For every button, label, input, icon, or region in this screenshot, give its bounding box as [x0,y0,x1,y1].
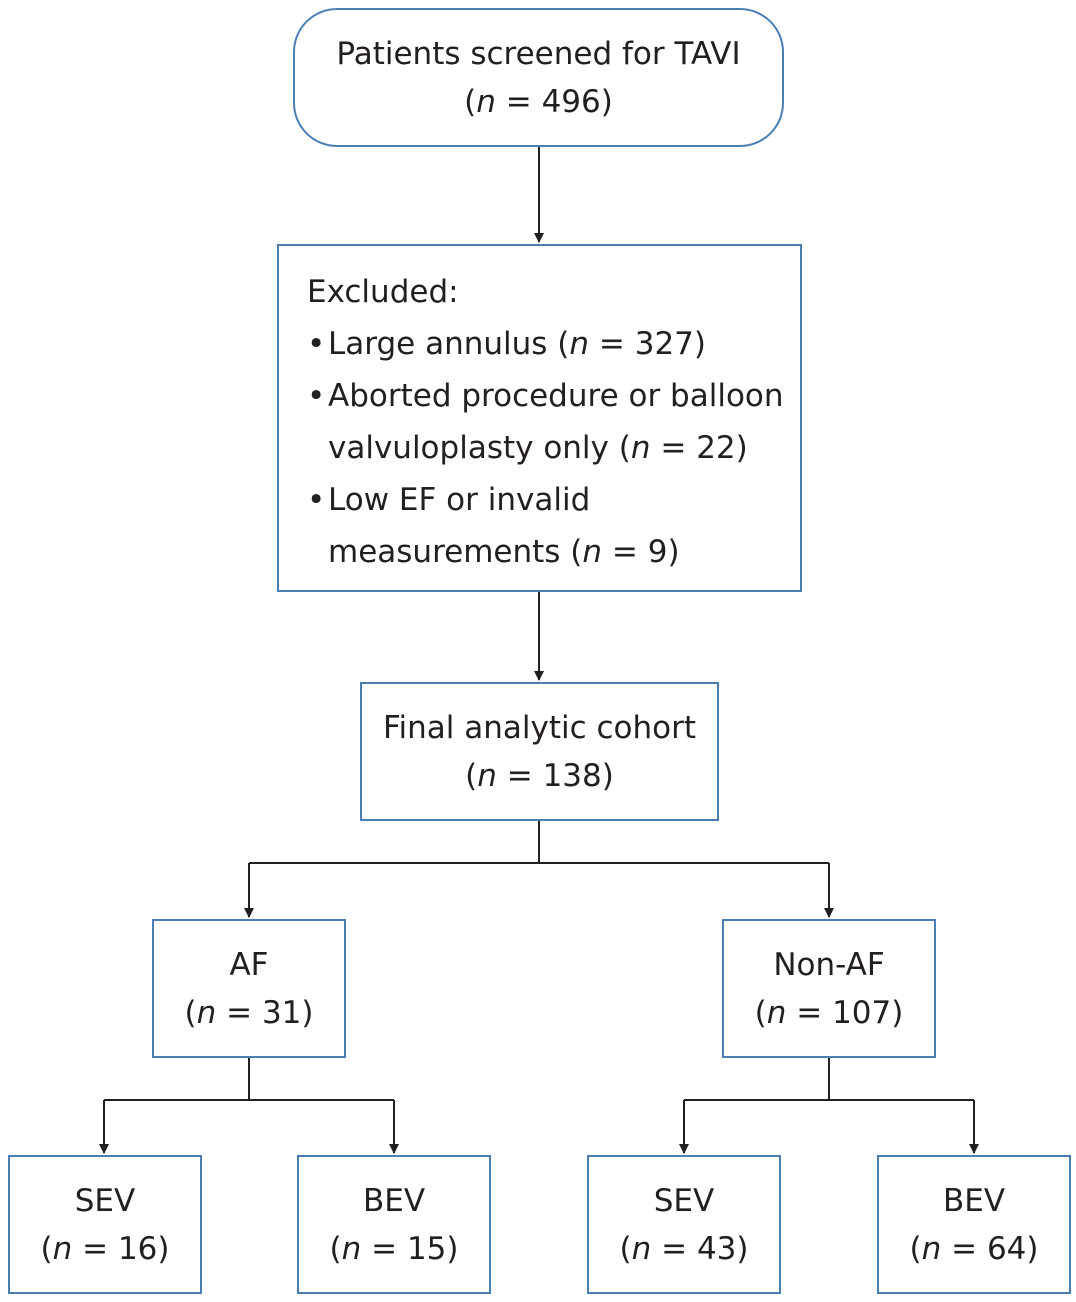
cohort-count: (n = 138) [465,757,614,794]
af-bev-box: BEV (n = 15) [297,1155,491,1294]
screened-label: Patients screened for TAVI [336,35,741,72]
non-af-label: Non-AF [773,946,885,983]
af-bev-count: (n = 15) [329,1230,459,1267]
nonaf-sev-label: SEV [653,1182,715,1219]
nonaf-bev-label: BEV [942,1182,1006,1219]
af-count: (n = 31) [184,994,314,1031]
nonaf-sev-count: (n = 43) [619,1230,749,1267]
cohort-box: Final analytic cohort (n = 138) [360,682,719,821]
af-bev-label: BEV [362,1182,426,1219]
screened-box: Patients screened for TAVI (n = 496) [293,8,784,147]
nonaf-bev-box: BEV (n = 64) [877,1155,1071,1294]
excluded-title: Excluded: [307,274,459,310]
excluded-item-aborted: Aborted procedure or balloonvalvuloplast… [307,370,784,474]
excluded-item-large-annulus: Large annulus (n = 327) [307,318,784,370]
af-sev-box: SEV (n = 16) [8,1155,202,1294]
af-label: AF [229,946,269,983]
af-box: AF (n = 31) [152,919,346,1058]
af-sev-count: (n = 16) [40,1230,170,1267]
non-af-box: Non-AF (n = 107) [722,919,936,1058]
non-af-count: (n = 107) [754,994,904,1031]
excluded-list: Large annulus (n = 327) Aborted procedur… [307,318,784,578]
nonaf-sev-box: SEV (n = 43) [587,1155,781,1294]
excluded-box: Excluded: Large annulus (n = 327) Aborte… [277,244,802,592]
nonaf-bev-count: (n = 64) [909,1230,1039,1267]
af-sev-label: SEV [74,1182,136,1219]
cohort-label: Final analytic cohort [382,709,697,746]
screened-count: (n = 496) [464,83,613,120]
